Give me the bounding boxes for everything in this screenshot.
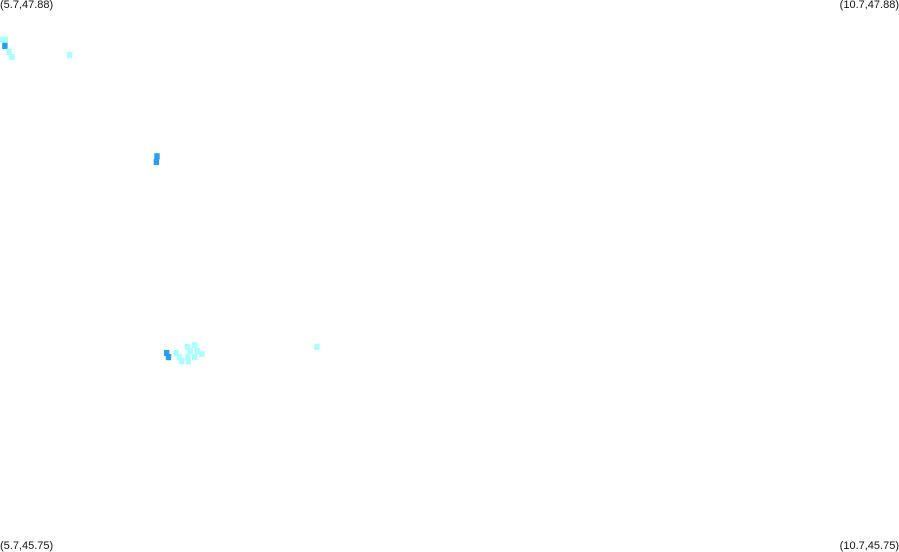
map-point [66,51,73,58]
map-point [2,36,9,43]
map-point [176,354,182,361]
map-point [153,158,160,166]
map-point [2,42,8,49]
map-point [184,343,191,351]
map-point [314,343,320,351]
corner-label-bottom-left: (5.7,45.75) [0,540,54,552]
corner-label-top-right: (10.7,47.88) [839,0,899,11]
map-point [178,358,185,365]
map-point [154,153,160,160]
map-point [6,48,12,55]
map-point [192,341,198,348]
corner-label-bottom-right: (10.7,45.75) [839,540,899,552]
map-point [187,348,193,355]
map-point [192,354,198,361]
map-point [194,348,200,355]
data-points-layer [0,36,320,365]
map-point [9,53,15,61]
map-point [173,349,179,357]
map-point [164,349,170,357]
map-point [165,354,172,361]
map-point [185,354,191,361]
map-point [185,358,191,365]
map-point [199,350,205,358]
corner-label-top-left: (5.7,47.88) [0,0,54,11]
